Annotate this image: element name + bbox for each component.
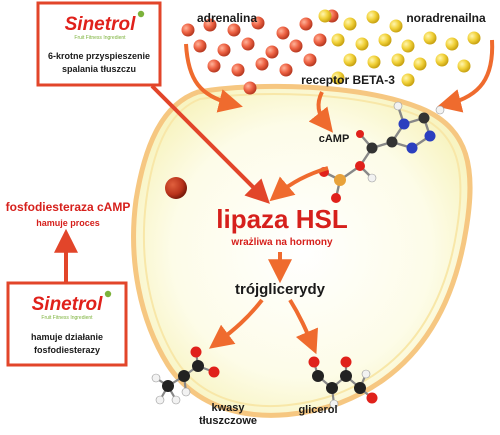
arrow-to-fatty-acids [209, 298, 264, 349]
label-triglycerides: trójglicerydy [235, 281, 326, 298]
glycerol-atoms [308, 356, 378, 409]
arrow-receptor-camp [308, 91, 333, 133]
label-noradrenaline: noradrenailna [406, 11, 486, 25]
bottom-box-line1: hamuje działanie [31, 332, 103, 342]
sinetrol-logo-top: Sinetrol [65, 14, 136, 35]
arrow-sinetrol-lipase [150, 84, 270, 204]
sinetrol-tagline-bottom: Fruit Fitness Ingredient [41, 315, 93, 321]
noradrenaline-molecules [318, 9, 481, 87]
arrow-camp-lipase [269, 166, 329, 202]
logo-fruit-icon [137, 10, 145, 18]
label-receptor: receptor BETA-3 [301, 73, 395, 87]
fat-droplet [165, 177, 187, 199]
label-glycerol: glicerol [298, 404, 337, 416]
label-camp: cAMP [319, 133, 350, 145]
arrow-noradrenaline [437, 39, 495, 113]
label-lipase: lipaza HSL [216, 204, 348, 234]
label-fatty-acids-1: kwasy [211, 402, 245, 414]
cell-membrane [131, 83, 473, 418]
sinetrol-box-bottom: Sinetrol Fruit Fitness Ingredient hamuje… [6, 281, 128, 367]
arrow-to-glycerol [288, 298, 318, 355]
label-pde-title: fosfodiesteraza cAMP [6, 200, 131, 214]
fatty-acid-atoms [151, 346, 220, 405]
bottom-box-line2: fosfodiesterazy [34, 345, 100, 355]
label-adrenaline: adrenalina [197, 11, 257, 25]
sinetrol-box-top: Sinetrol Fruit Fitness Ingredient 6-krot… [36, 1, 162, 87]
sinetrol-logo-bottom: Sinetrol [32, 294, 103, 315]
adrenaline-molecules [181, 9, 339, 95]
logo-fruit-icon-bottom [104, 290, 112, 298]
sinetrol-tagline-top: Fruit Fitness Ingredient [74, 35, 126, 41]
top-box-line2: spalania tłuszczu [62, 64, 136, 74]
arrow-adrenaline [184, 43, 243, 113]
label-pde-sub: hamuje proces [36, 218, 100, 228]
label-fatty-acids-2: tłuszczowe [199, 415, 257, 427]
top-box-line1: 6-krotne przyspieszenie [48, 51, 150, 61]
label-lipase-sub: wrażliwa na hormony [230, 237, 333, 248]
